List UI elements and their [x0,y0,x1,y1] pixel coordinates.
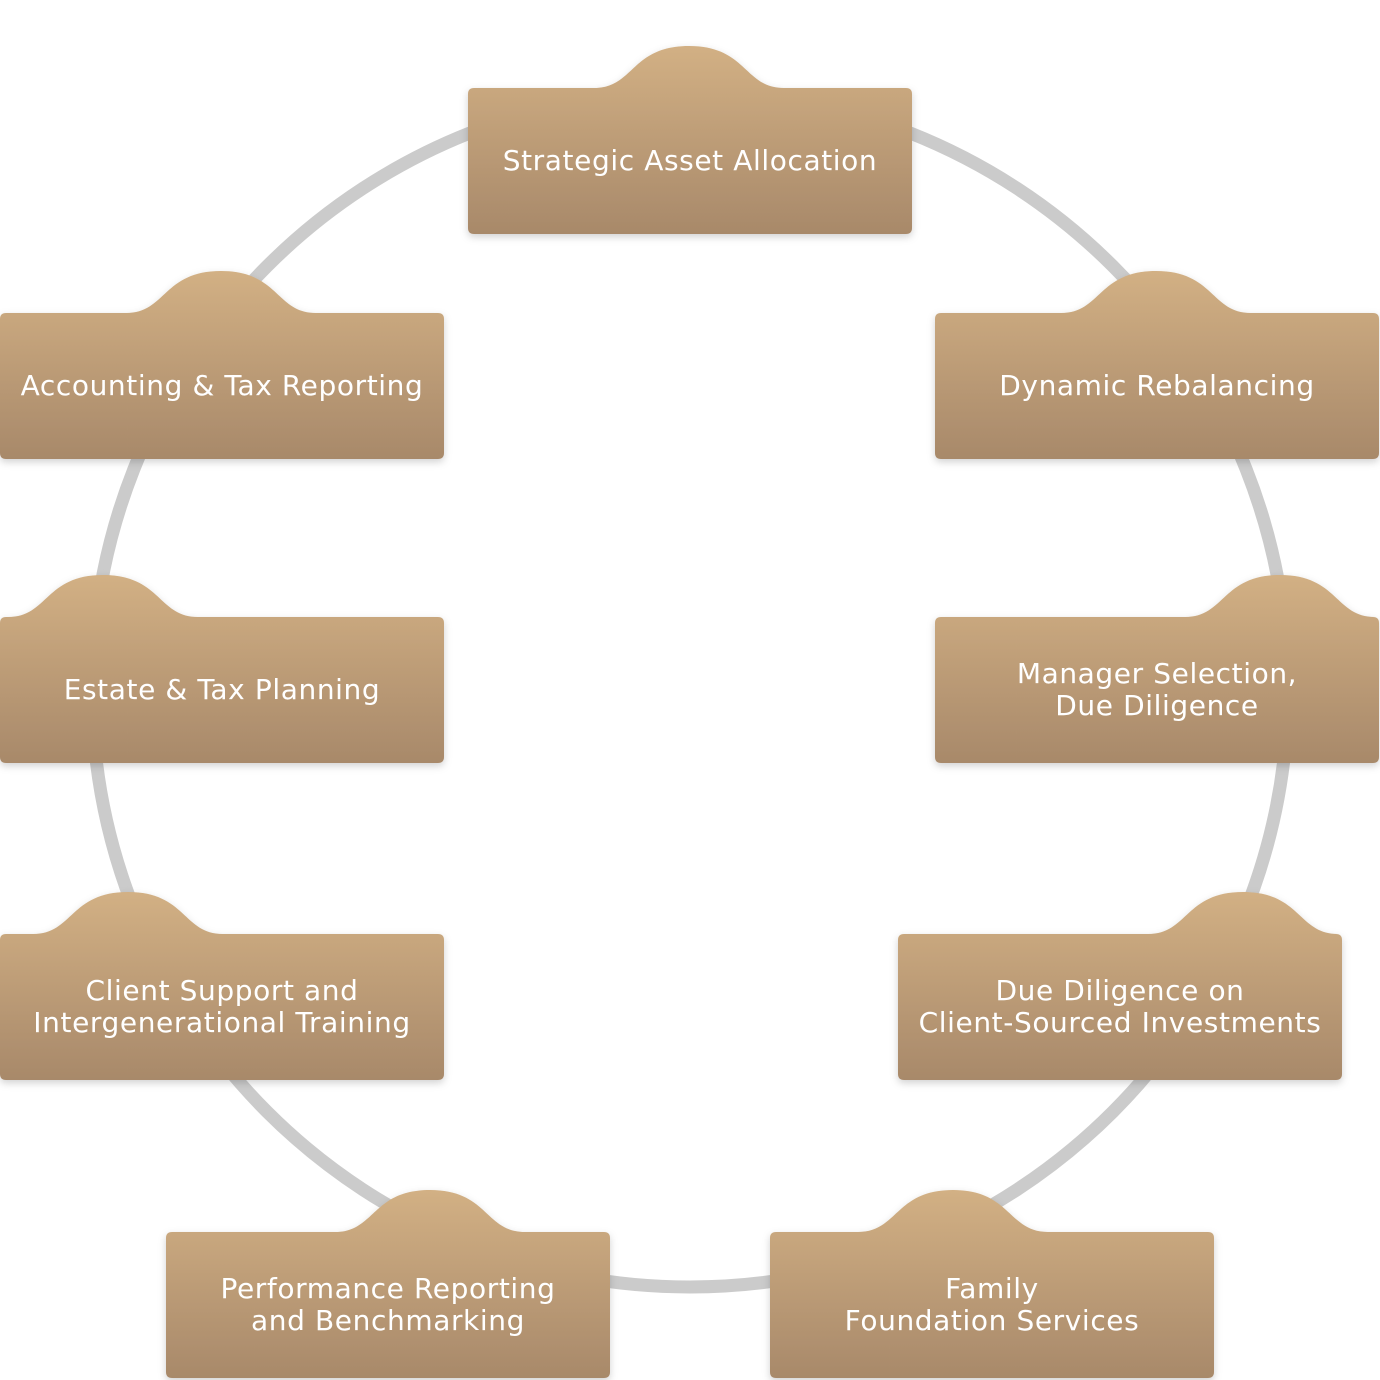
service-label: Due Diligence on Client-Sourced Investme… [898,934,1342,1080]
service-label-line: Dynamic Rebalancing [999,369,1315,402]
service-label-line: Family [945,1272,1039,1305]
service-label-line: Client Support and [85,974,359,1007]
tab-shape [0,575,444,763]
service-label-line: Client-Sourced Investments [918,1006,1322,1039]
service-label-line: Manager Selection, [1016,657,1298,690]
service-label: Dynamic Rebalancing [935,313,1379,459]
service-node-estate-tax-planning: Estate & Tax Planning [0,573,444,763]
service-label-line: Accounting & Tax Reporting [20,369,424,402]
tab-shape [935,271,1379,459]
service-label: Client Support and Intergenerational Tra… [0,934,444,1080]
service-node-dynamic-rebalancing: Dynamic Rebalancing [935,269,1379,459]
service-label: Accounting & Tax Reporting [0,313,444,459]
tab-shape [0,892,444,1080]
service-node-strategic-asset-allocation: Strategic Asset Allocation [468,44,912,234]
service-label: Estate & Tax Planning [0,617,444,763]
service-node-performance-reporting: Performance Reporting and Benchmarking [166,1188,610,1378]
service-node-accounting-tax-reporting: Accounting & Tax Reporting [0,269,444,459]
tab-shape [935,575,1379,763]
service-label-line: Intergenerational Training [33,1006,411,1039]
tab-shape [0,271,444,459]
tab-shape [898,892,1342,1080]
service-label: Manager Selection, Due Diligence [935,617,1379,763]
service-node-client-support: Client Support and Intergenerational Tra… [0,890,444,1080]
service-node-family-foundation-services: Family Foundation Services [770,1188,1214,1378]
service-node-due-diligence-client-sourced: Due Diligence on Client-Sourced Investme… [898,890,1342,1080]
service-label-line: Due Diligence [1055,689,1259,722]
service-label-line: Strategic Asset Allocation [502,144,878,177]
service-label: Family Foundation Services [770,1232,1214,1378]
tab-shape [770,1190,1214,1378]
service-label-line: and Benchmarking [251,1304,525,1337]
service-label-line: Performance Reporting [220,1272,556,1305]
service-label: Performance Reporting and Benchmarking [166,1232,610,1378]
service-node-manager-selection: Manager Selection, Due Diligence [935,573,1379,763]
service-label-line: Due Diligence on [995,974,1245,1007]
service-label-line: Estate & Tax Planning [63,673,381,706]
service-label-line: Foundation Services [844,1304,1140,1337]
tab-shape [468,46,912,234]
tab-shape [166,1190,610,1378]
service-label: Strategic Asset Allocation [468,88,912,234]
